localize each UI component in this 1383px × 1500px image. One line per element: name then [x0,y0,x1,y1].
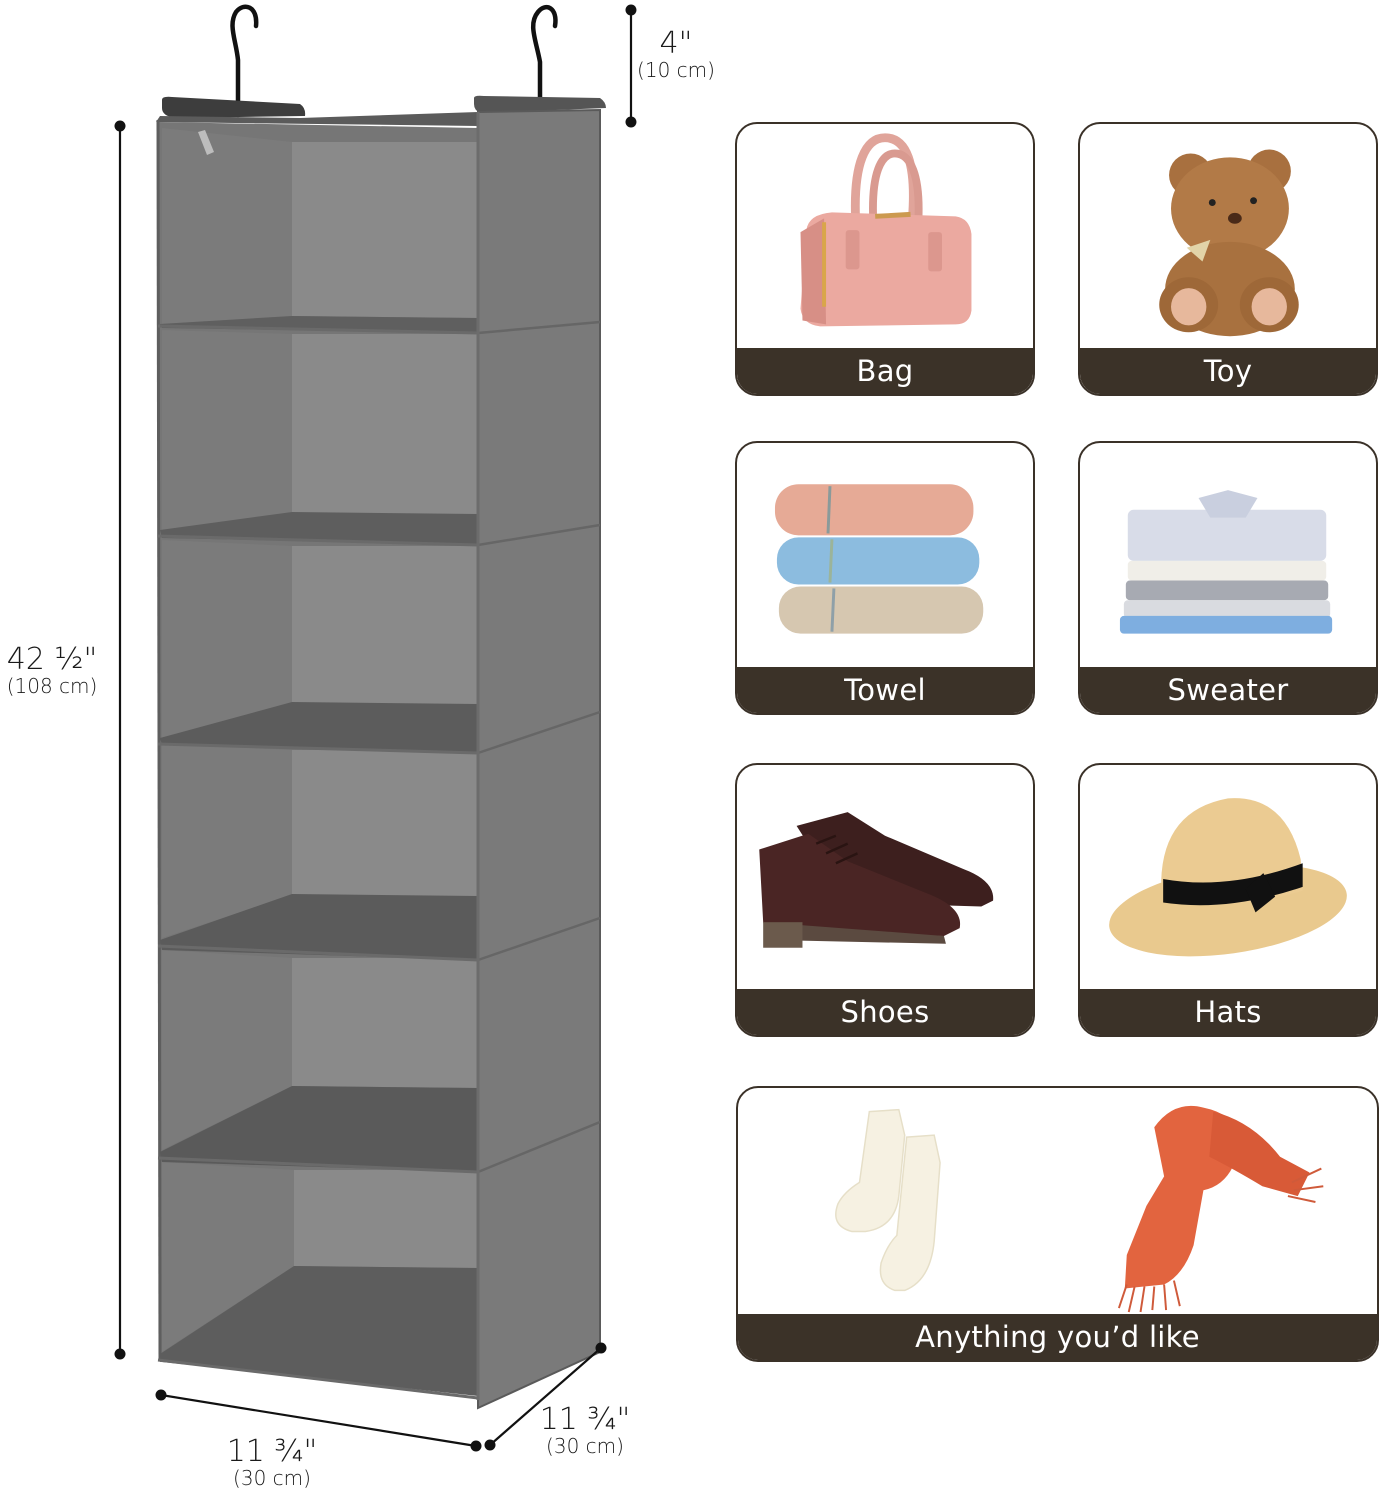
socks-icon [835,1108,941,1292]
card-toy: Toy [1078,122,1378,396]
card-label: Towel [737,667,1033,713]
hanger-hook-icon [230,4,558,121]
card-hats: Hats [1078,763,1378,1037]
organizer-compartments [157,112,601,1400]
organizer-illustration [114,4,637,1452]
width-metric: (30 cm) [233,1465,311,1490]
card-label: Toy [1080,348,1376,394]
height-metric: (108 cm) [6,673,98,698]
leather-shoes-icon [759,812,994,948]
folded-shirts-icon [1119,490,1333,634]
teddy-bear-icon [1159,149,1299,337]
handbag-icon [800,133,972,327]
card-label: Hats [1080,989,1376,1035]
depth-imperial: 11 ¾" [539,1402,631,1437]
card-label: Sweater [1080,667,1376,713]
hanger-drop-dimension: 4" (10 cm) [632,28,720,81]
card-label: Bag [737,348,1033,394]
hanger-drop-imperial: 4" [659,26,693,61]
card-shoes: Shoes [735,763,1035,1037]
hanger-straps [162,95,606,118]
height-dimension: 42 ½" (108 cm) [0,644,104,697]
card-towel: Towel [735,441,1035,715]
hanger-drop-metric: (10 cm) [637,57,715,82]
dimension-lines [114,4,637,1452]
card-bag: Bag [735,122,1035,396]
height-imperial: 42 ½" [6,642,98,677]
fabric-tag [198,130,214,155]
card-label: Anything you’d like [738,1314,1377,1360]
card-anything: Anything you’d like [736,1086,1379,1362]
width-imperial: 11 ¾" [226,1434,318,1469]
card-sweater: Sweater [1078,441,1378,715]
width-dimension: 11 ¾" (30 cm) [212,1436,332,1489]
card-label: Shoes [737,989,1033,1035]
towel-stack-icon [774,484,984,634]
depth-metric: (30 cm) [546,1433,624,1458]
depth-dimension: 11 ¾" (30 cm) [528,1404,642,1457]
straw-hat-icon [1109,798,1347,957]
scarf-icon [1117,1105,1324,1313]
